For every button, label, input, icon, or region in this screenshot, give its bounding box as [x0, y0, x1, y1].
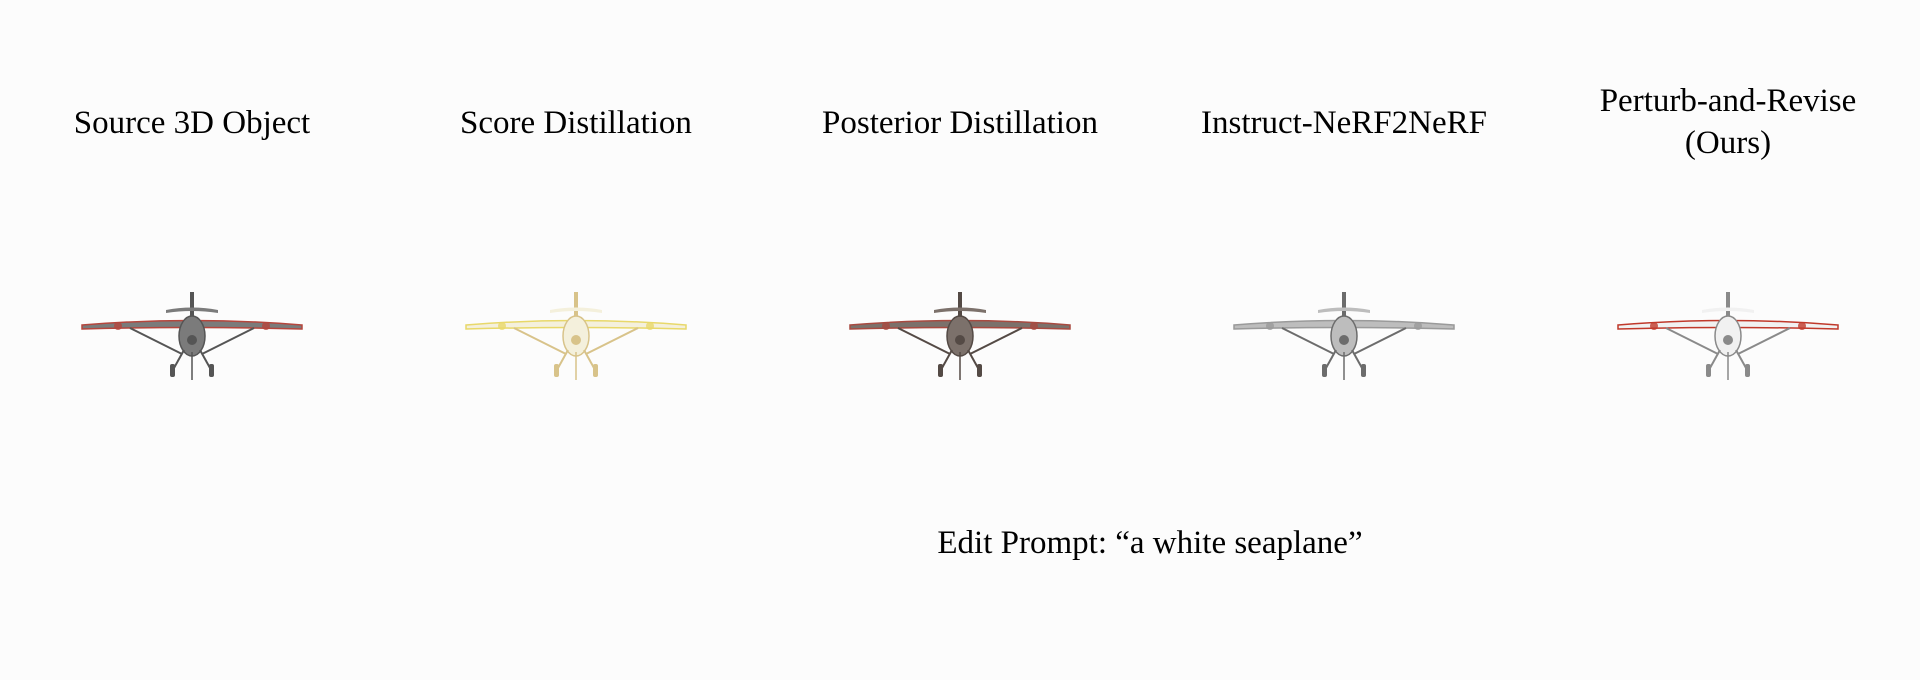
wing-roundel-right [262, 322, 270, 330]
propeller-hub [955, 335, 965, 345]
propeller-hub [187, 335, 197, 345]
propeller-hub [571, 335, 581, 345]
wing-roundel-right [1414, 322, 1422, 330]
column-title: Score Distillation [460, 105, 692, 141]
strut-right [1353, 327, 1407, 355]
wing-roundel-left [882, 322, 890, 330]
gear-leg-right [199, 349, 211, 369]
wheel-left [1706, 364, 1711, 377]
strut-left [897, 327, 951, 355]
wing-roundel-left [1266, 322, 1274, 330]
propeller-hub [1339, 335, 1349, 345]
wing-roundel-right [646, 322, 654, 330]
gear-leg-right [1351, 349, 1363, 369]
strut-right [585, 327, 639, 355]
tail-stabilizer [550, 307, 602, 313]
column-title: Instruct-NeRF2NeRF [1201, 105, 1487, 141]
gear-leg-right [583, 349, 595, 369]
wheel-right [593, 364, 598, 377]
wing-roundel-left [498, 322, 506, 330]
tail-stabilizer [934, 307, 986, 313]
tail-fin [958, 292, 962, 316]
wheel-left [554, 364, 559, 377]
column-title: Source 3D Object [73, 105, 311, 141]
tail-stabilizer [1318, 307, 1370, 313]
wheel-left [938, 364, 943, 377]
plane-render-source [81, 292, 303, 380]
column-posterior-distillation: Posterior Distillation [768, 0, 1152, 420]
strut-left [129, 327, 183, 355]
wing-roundel-left [1650, 322, 1658, 330]
plane-render-posterior-distillation [849, 292, 1071, 380]
column-title: Posterior Distillation [822, 105, 1098, 141]
plane-render-score-distillation [465, 292, 687, 380]
column-source: Source 3D Object [0, 0, 384, 420]
wheel-left [170, 364, 175, 377]
tail-fin [1726, 292, 1730, 316]
plane-render-perturb-and-revise [1617, 292, 1839, 380]
gear-leg-left [1709, 349, 1721, 369]
propeller-hub [1723, 335, 1733, 345]
gear-leg-left [173, 349, 185, 369]
tail-fin [190, 292, 194, 316]
wheel-right [209, 364, 214, 377]
tail-fin [1342, 292, 1346, 316]
gear-leg-left [557, 349, 569, 369]
strut-left [513, 327, 567, 355]
wheel-right [1745, 364, 1750, 377]
strut-right [201, 327, 255, 355]
strut-right [969, 327, 1023, 355]
wing-roundel-right [1030, 322, 1038, 330]
strut-right [1737, 327, 1791, 355]
strut-left [1281, 327, 1335, 355]
wheel-right [1361, 364, 1366, 377]
tail-stabilizer [166, 307, 218, 313]
strut-left [1665, 327, 1719, 355]
column-perturb-and-revise: Perturb-and-Revise (Ours) [1536, 0, 1920, 420]
tail-fin [574, 292, 578, 316]
wheel-right [977, 364, 982, 377]
wheel-left [1322, 364, 1327, 377]
edit-prompt-caption: Edit Prompt: “a white seaplane” [937, 525, 1363, 561]
wing-roundel-right [1798, 322, 1806, 330]
gear-leg-left [1325, 349, 1337, 369]
plane-render-instruct-nerf2nerf [1233, 292, 1455, 380]
tail-stabilizer [1702, 307, 1754, 313]
column-score-distillation: Score Distillation [384, 0, 768, 420]
wing-roundel-left [114, 322, 122, 330]
column-title: Perturb-and-Revise (Ours) [1599, 83, 1857, 161]
gear-leg-right [1735, 349, 1747, 369]
column-instruct-nerf2nerf: Instruct-NeRF2NeRF [1152, 0, 1536, 420]
gear-leg-right [967, 349, 979, 369]
gear-leg-left [941, 349, 953, 369]
